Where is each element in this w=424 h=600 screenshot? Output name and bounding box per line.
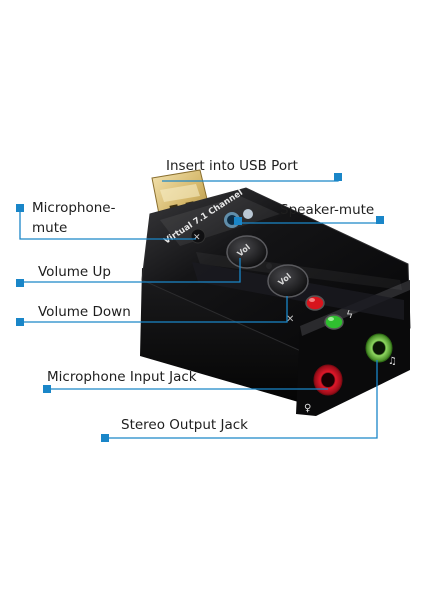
callout-line-mic-mute bbox=[19, 210, 196, 240]
label-mic-mute-line2: mute bbox=[32, 220, 67, 236]
label-mic-mute-line1: Microphone- bbox=[32, 200, 116, 216]
callout-line-stereo-jack bbox=[105, 360, 378, 439]
headphone-icon: ♫ bbox=[388, 356, 397, 367]
mic-mute-button-icon: ✕ bbox=[190, 228, 206, 244]
mic-mute-indicator-icon: ✕ bbox=[286, 314, 294, 325]
red-led-icon bbox=[305, 295, 325, 311]
callout-line-volume-down bbox=[20, 296, 288, 323]
label-stereo-output-jack: Stereo Output Jack bbox=[121, 417, 248, 433]
callout-markers bbox=[16, 173, 384, 442]
volume-down-button: Vol bbox=[267, 264, 309, 298]
microphone-icon: ♀ bbox=[304, 403, 311, 414]
label-speaker-mute: Speaker-mute bbox=[280, 202, 374, 218]
microphone-input-jack bbox=[313, 364, 343, 396]
label-usb-port: Insert into USB Port bbox=[166, 158, 298, 174]
power-indicator-icon: ϟ bbox=[346, 308, 353, 321]
label-volume-up: Volume Up bbox=[38, 264, 111, 280]
label-volume-down: Volume Down bbox=[38, 304, 131, 320]
volume-up-button: Vol bbox=[226, 235, 268, 269]
center-dot bbox=[266, 263, 272, 269]
stereo-output-jack bbox=[365, 333, 393, 363]
label-mic-input-jack: Microphone Input Jack bbox=[47, 369, 197, 385]
green-led-icon bbox=[324, 314, 344, 330]
svg-text:✕: ✕ bbox=[193, 233, 201, 243]
